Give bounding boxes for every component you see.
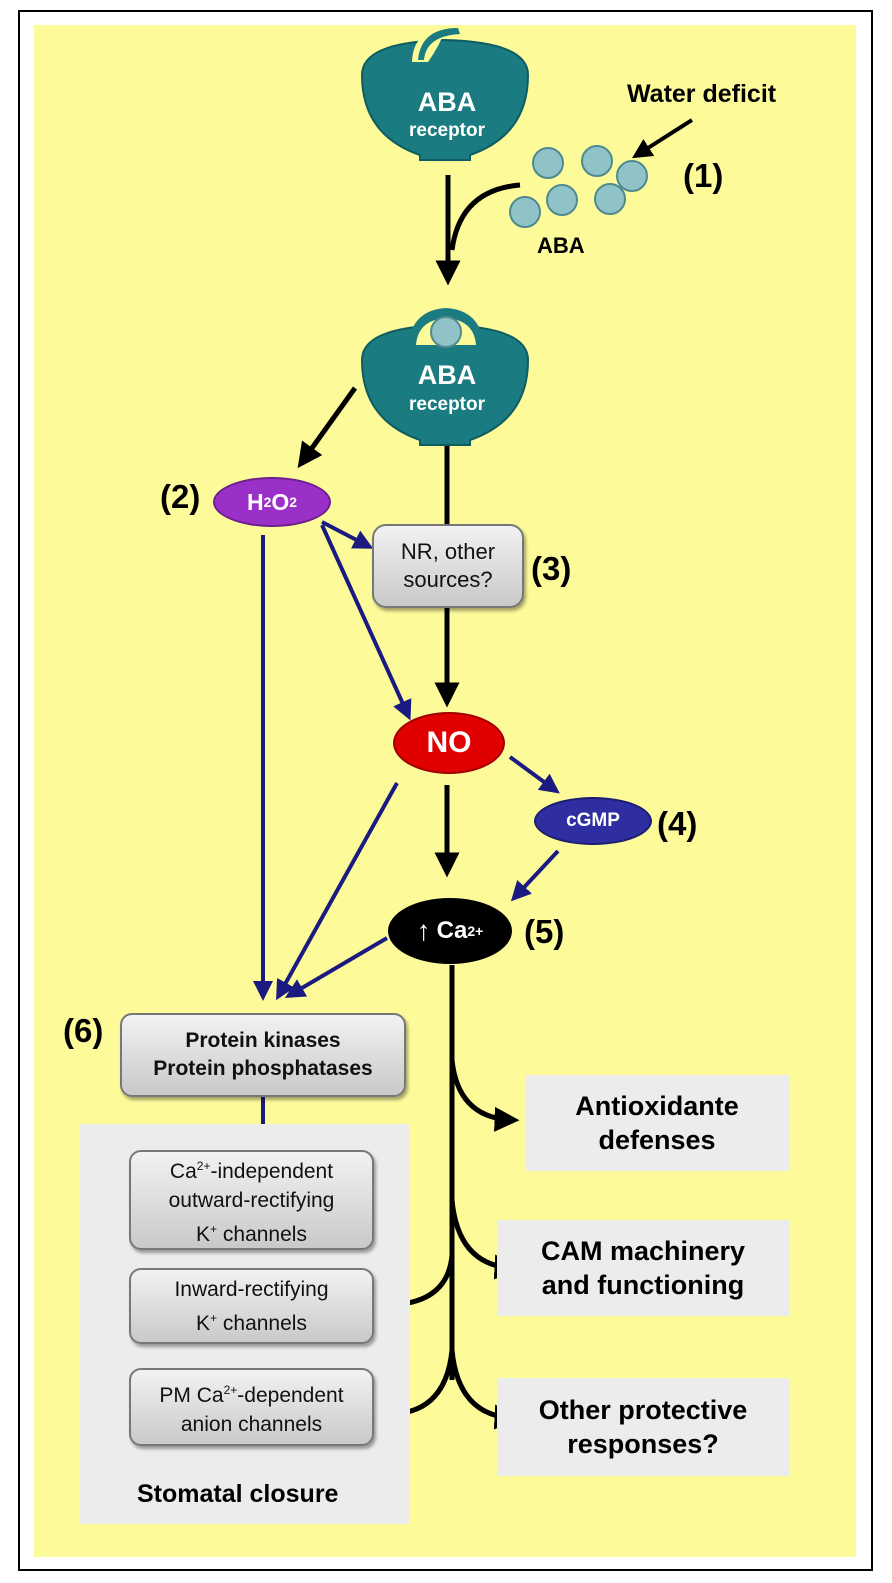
- ca-independent-line2: outward-rectifying: [168, 1188, 335, 1212]
- arrow-aba-join: [449, 182, 521, 251]
- step-2-label: (2): [160, 478, 201, 515]
- nr-sources-box: NR, other sources?: [372, 524, 524, 608]
- anion-channels-box: PM Ca2+-dependent anion channels: [129, 1368, 374, 1446]
- calcium-text: Ca: [436, 917, 468, 944]
- step-5-label: (5): [524, 913, 565, 950]
- arrow-to-antioxidant: [449, 1059, 520, 1132]
- calcium-up-arrow-icon: ↑: [416, 915, 431, 946]
- step-6-label: (6): [63, 1012, 104, 1049]
- nr-sources-line1: NR, other: [400, 539, 496, 564]
- stomatal-closure-label: Stomatal closure: [137, 1480, 339, 1508]
- ca-independent-channels: channels: [217, 1222, 307, 1246]
- ca-independent-ca: Ca: [169, 1159, 197, 1183]
- ca-independent-rest: -independent: [210, 1159, 334, 1183]
- step-4-label: (4): [657, 805, 698, 842]
- step-3-label: (3): [531, 550, 572, 587]
- arrow-water-to-aba: [631, 118, 694, 159]
- receptor-top-title: ABA: [417, 87, 477, 117]
- receptor-bound-subtitle: receptor: [408, 394, 486, 415]
- aba-molecule: [532, 147, 564, 179]
- anion-sup: 2+: [223, 1382, 238, 1397]
- cam-machinery-box: CAM machinery and functioning: [497, 1220, 789, 1316]
- kinases-box: Protein kinases Protein phosphatases: [120, 1013, 406, 1097]
- aba-label: ABA: [537, 233, 585, 258]
- arrow-calcium-to-kinases: [284, 936, 389, 999]
- cam-line2: and functioning: [541, 1270, 745, 1300]
- antioxidant-line1: Antioxidante: [575, 1091, 739, 1121]
- antioxidant-line2: defenses: [598, 1125, 716, 1155]
- no-node: NO: [393, 712, 505, 774]
- inward-k-sup: +: [210, 1310, 218, 1325]
- cgmp-label: cGMP: [566, 810, 620, 831]
- other-line2: responses?: [567, 1429, 719, 1459]
- inward-line1: Inward-rectifying: [174, 1277, 329, 1301]
- anion-line1: PM Ca2+-dependent: [159, 1376, 343, 1410]
- inward-line2: K+ channels: [196, 1304, 307, 1338]
- calcium-charge: 2+: [467, 923, 484, 939]
- kinases-line1: Protein kinases: [185, 1029, 341, 1052]
- receptor-top-subtitle: receptor: [408, 120, 486, 141]
- antioxidant-defenses-box: Antioxidante defenses: [525, 1075, 789, 1171]
- h2o2-h-sub: 2: [263, 494, 272, 510]
- aba-molecule: [581, 145, 613, 177]
- inward-channels-box: Inward-rectifying K+ channels: [129, 1268, 374, 1344]
- water-deficit-label: Water deficit: [627, 80, 777, 108]
- ca-independent-line3: K+ channels: [196, 1215, 307, 1249]
- arrow-h2o2-to-no: [320, 524, 412, 721]
- aba-molecule: [594, 183, 626, 215]
- h2o2-h: H: [246, 488, 264, 515]
- arrow-h2o2-to-nr: [321, 520, 374, 549]
- h2o2-o: O: [271, 488, 290, 515]
- anion-pm-ca: PM Ca: [159, 1383, 224, 1407]
- inward-k: K: [196, 1311, 211, 1335]
- other-line1: Other protective: [538, 1395, 748, 1425]
- arrow-no-to-kinases: [276, 782, 399, 1001]
- nr-sources-line2: sources?: [403, 567, 493, 592]
- cgmp-node: cGMP: [534, 797, 652, 845]
- ca-independent-k: K: [196, 1222, 211, 1246]
- step-1-label: (1): [683, 157, 724, 194]
- no-label: NO: [426, 726, 472, 759]
- arrow-receptor-to-h2o2: [297, 386, 358, 469]
- kinases-line2: Protein phosphatases: [153, 1057, 373, 1080]
- h2o2-o-sub: 2: [289, 494, 298, 510]
- ca-independent-sup: 2+: [196, 1158, 211, 1173]
- other-responses-box: Other protective responses?: [497, 1378, 789, 1476]
- receptor-bound-title: ABA: [417, 360, 477, 390]
- ca-independent-line1: Ca2+-independent: [170, 1152, 333, 1186]
- ca-independent-k-sup: +: [210, 1221, 218, 1236]
- arrow-no-to-cgmp: [508, 755, 560, 794]
- arrow-cgmp-to-calcium: [510, 849, 560, 902]
- ca-independent-channels-box: Ca2+-independent outward-rectifying K+ c…: [129, 1150, 374, 1250]
- cam-line1: CAM machinery: [540, 1236, 746, 1266]
- aba-molecule: [616, 160, 648, 192]
- aba-molecule: [546, 184, 578, 216]
- aba-molecule: [509, 196, 541, 228]
- anion-line2: anion channels: [180, 1412, 323, 1436]
- bound-aba-molecule: [430, 316, 462, 348]
- anion-dependent: -dependent: [237, 1383, 344, 1407]
- inward-channels: channels: [217, 1311, 307, 1335]
